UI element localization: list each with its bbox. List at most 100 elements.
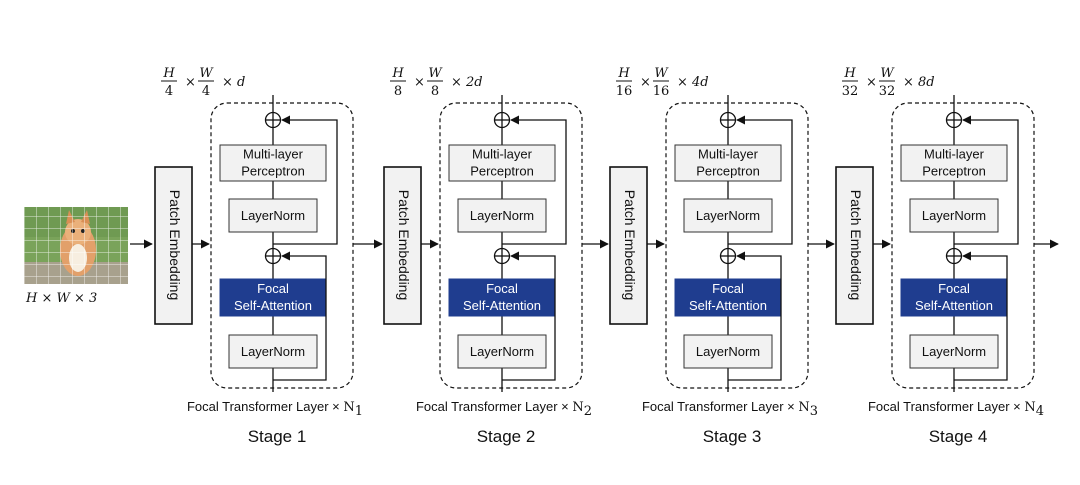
width-fraction-numerator: W (199, 66, 214, 81)
layernorm-block-label: LayerNorm (241, 208, 305, 223)
times-symbol: × (677, 75, 688, 90)
transformer-layer-container (439, 102, 583, 389)
times-symbol: × (451, 75, 462, 90)
transformer-layer-container (665, 102, 809, 389)
input-dimension-label: H × W × 3 (25, 291, 97, 306)
layer-repeat-caption: Focal Transformer Layer × N3 (642, 399, 818, 419)
layernorm-block (909, 334, 999, 369)
channel-dim: 2d (465, 75, 483, 90)
times-symbol: × (222, 75, 233, 90)
focal-self-attention-block-label: Self-Attention (234, 298, 312, 313)
channel-dim: d (237, 75, 245, 90)
mlp-block-label: Perceptron (696, 163, 760, 178)
layernorm-block-label: LayerNorm (922, 208, 986, 223)
layernorm-block (228, 334, 318, 369)
skip-connection (728, 115, 793, 245)
skip-connection (502, 251, 556, 381)
layernorm-block-label: LayerNorm (241, 344, 305, 359)
skip-connection (502, 115, 567, 245)
patch-embedding-block (383, 166, 422, 325)
times-symbol: × (903, 75, 914, 90)
width-fraction-numerator: W (880, 66, 895, 81)
skip-connection (728, 251, 782, 381)
patch-embedding-block (609, 166, 648, 325)
transformer-layer-container (210, 102, 354, 389)
height-fraction-denominator: 8 (394, 84, 402, 99)
mlp-block (448, 144, 556, 182)
height-fraction-numerator: H (162, 66, 175, 81)
width-fraction-denominator: 16 (653, 84, 670, 99)
stage-title: Stage 2 (477, 427, 536, 446)
skip-connection (954, 115, 1019, 245)
focal-self-attention-block-label: Focal (486, 281, 518, 296)
mlp-block-label: Multi-layer (698, 146, 759, 161)
layer-repeat-caption: Focal Transformer Layer × N4 (868, 399, 1044, 419)
layernorm-block-label: LayerNorm (470, 344, 534, 359)
skip-connection (954, 251, 1008, 381)
focal-self-attention-block-label: Self-Attention (915, 298, 993, 313)
stage-3: Patch Embedding Multi-layerPerceptronLaye… (609, 66, 835, 446)
channel-dim: 8d (918, 75, 935, 90)
channel-dim: 4d (691, 75, 709, 90)
layer-repeat-caption: Focal Transformer Layer × N2 (416, 399, 592, 419)
layernorm-block-label: LayerNorm (696, 344, 760, 359)
mlp-block-label: Multi-layer (243, 146, 304, 161)
mlp-block-label: Perceptron (470, 163, 534, 178)
width-fraction-numerator: W (654, 66, 669, 81)
width-fraction-numerator: W (428, 66, 443, 81)
stage-title: Stage 4 (929, 427, 988, 446)
focal-self-attention-block-label: Focal (257, 281, 289, 296)
patch-embedding-block (835, 166, 874, 325)
focal-self-attention-block-label: Self-Attention (689, 298, 767, 313)
focal-self-attention-block (900, 278, 1008, 317)
mlp-block (219, 144, 327, 182)
layernorm-block (228, 198, 318, 233)
layernorm-block-label: LayerNorm (922, 344, 986, 359)
patch-embedding-label: Patch Embedding (396, 190, 412, 301)
patch-embedding-label: Patch Embedding (622, 190, 638, 301)
height-fraction-numerator: H (843, 66, 856, 81)
layernorm-block (683, 334, 773, 369)
width-fraction-denominator: 4 (202, 84, 210, 99)
mlp-block-label: Perceptron (922, 163, 986, 178)
layernorm-block (909, 198, 999, 233)
stage-4: Patch Embedding Multi-layerPerceptronLaye… (835, 66, 1059, 446)
stage-title: Stage 1 (248, 427, 307, 446)
times-symbol: × (414, 75, 425, 90)
stage-1: Patch Embedding Multi-layerPerceptronLaye… (154, 66, 383, 446)
height-fraction-denominator: 4 (165, 84, 173, 99)
times-symbol: × (866, 75, 877, 90)
transformer-layer-container (891, 102, 1035, 389)
skip-connection (273, 251, 327, 381)
mlp-block (674, 144, 782, 182)
layernorm-block-label: LayerNorm (696, 208, 760, 223)
focal-self-attention-block (674, 278, 782, 317)
height-fraction-numerator: H (391, 66, 404, 81)
stage-title: Stage 3 (703, 427, 762, 446)
focal-self-attention-block (448, 278, 556, 317)
focal-self-attention-block-label: Self-Attention (463, 298, 541, 313)
patch-embedding-label: Patch Embedding (848, 190, 864, 301)
width-fraction-denominator: 32 (879, 84, 896, 99)
focal-self-attention-block-label: Focal (712, 281, 744, 296)
layernorm-block (457, 334, 547, 369)
height-fraction-numerator: H (617, 66, 630, 81)
patch-embedding-block (154, 166, 193, 325)
times-symbol: × (640, 75, 651, 90)
patch-embedding-label: Patch Embedding (167, 190, 183, 301)
times-symbol: × (185, 75, 196, 90)
layernorm-block-label: LayerNorm (470, 208, 534, 223)
input-image (24, 207, 128, 284)
layernorm-block (683, 198, 773, 233)
height-fraction-denominator: 32 (842, 84, 859, 99)
height-fraction-denominator: 16 (616, 84, 633, 99)
layer-repeat-caption: Focal Transformer Layer × N1 (187, 399, 363, 419)
mlp-block-label: Multi-layer (472, 146, 533, 161)
layernorm-block (457, 198, 547, 233)
width-fraction-denominator: 8 (431, 84, 439, 99)
stage-2: Patch Embedding Multi-layerPerceptronLaye… (383, 66, 609, 446)
mlp-block-label: Perceptron (241, 163, 305, 178)
mlp-block-label: Multi-layer (924, 146, 985, 161)
focal-self-attention-block-label: Focal (938, 281, 970, 296)
